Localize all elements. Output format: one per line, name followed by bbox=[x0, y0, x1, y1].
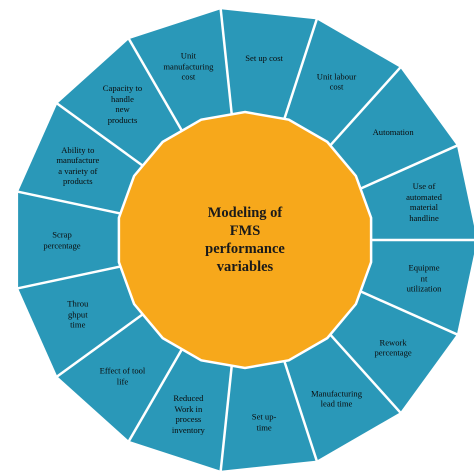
segment-label: Scrap percentage bbox=[43, 229, 81, 251]
segment-label: Equipme nt utilization bbox=[406, 262, 442, 294]
segment-label: Set up- time bbox=[251, 411, 277, 433]
segment-divider bbox=[15, 264, 124, 290]
segment-label: Effect of tool life bbox=[99, 365, 146, 387]
center-hub bbox=[117, 110, 373, 370]
segment-divider bbox=[357, 289, 460, 337]
segment-divider bbox=[282, 17, 319, 123]
segment-dividers bbox=[15, 7, 474, 473]
segment-divider bbox=[327, 331, 403, 415]
segment-label: Capacity to handle new products bbox=[102, 83, 143, 125]
segment-divider bbox=[15, 190, 124, 216]
segment-label: Use of automated material handline bbox=[406, 181, 442, 223]
segment-label: Manufacturing lead time bbox=[310, 388, 363, 409]
segment-divider bbox=[54, 101, 146, 169]
segment-label: Rework percentage bbox=[374, 337, 412, 358]
segment-label: Unit labour cost bbox=[316, 71, 357, 92]
segment-label: Throu ghput time bbox=[67, 298, 89, 330]
segment-label: Reduced Work in process inventory bbox=[171, 393, 205, 435]
segment-label: Automation bbox=[372, 127, 414, 138]
segment-divider bbox=[357, 143, 460, 191]
segment-label: Set up cost bbox=[245, 52, 283, 63]
segment-divider bbox=[219, 363, 234, 473]
center-title: Modeling of FMS performance variables bbox=[205, 205, 285, 275]
segment-divider bbox=[219, 7, 234, 117]
segment-label: Ability to manufacture a variety of prod… bbox=[56, 144, 100, 187]
segment-label: Unit manufacturing cost bbox=[163, 50, 214, 82]
segment-divider bbox=[126, 346, 185, 444]
segment-divider bbox=[282, 357, 319, 463]
segment-divider bbox=[126, 36, 185, 134]
segment-divider bbox=[54, 311, 146, 379]
segment-divider bbox=[327, 65, 403, 149]
